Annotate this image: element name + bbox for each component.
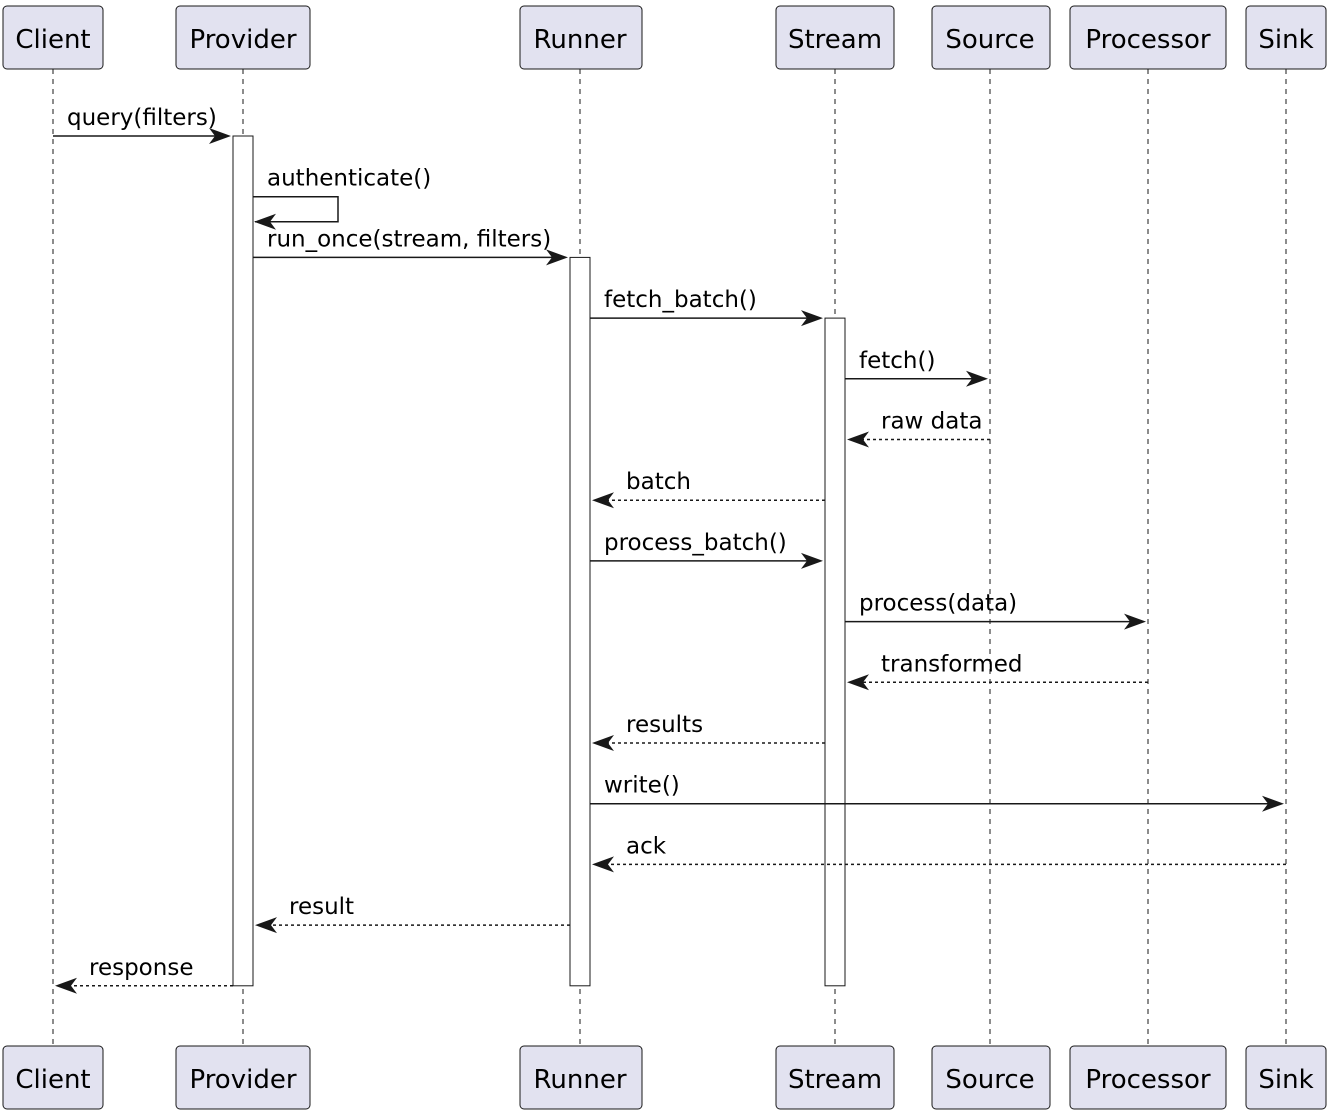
participants: ClientClientProviderProviderRunnerRunner… — [2, 5, 1327, 1110]
message-m7: batch — [592, 469, 825, 509]
message-label: transformed — [881, 651, 1023, 677]
participant-label: Sink — [1258, 25, 1313, 55]
arrowhead — [592, 492, 614, 509]
participant-sink-top: Sink — [1245, 5, 1327, 70]
participant-source-top: Source — [931, 5, 1051, 70]
participant-box — [175, 1045, 311, 1110]
message-m13: ack — [592, 833, 1286, 873]
participant-box — [775, 5, 895, 70]
message-m14: result — [255, 894, 570, 934]
message-m6: raw data — [847, 409, 990, 448]
participant-runner-bottom: Runner — [519, 1045, 643, 1110]
participant-source-bottom: Source — [931, 1045, 1051, 1110]
activation-provider — [232, 135, 254, 987]
message-m8: process_batch() — [590, 530, 823, 569]
participant-label: Sink — [1258, 1065, 1313, 1095]
participant-label: Provider — [189, 1065, 296, 1095]
message-label: raw data — [881, 409, 982, 435]
message-line — [253, 195, 339, 223]
participant-processor-top: Processor — [1069, 5, 1227, 70]
message-label: response — [89, 955, 193, 981]
participant-provider-top: Provider — [175, 5, 311, 70]
arrowhead — [1262, 795, 1284, 812]
message-m2: authenticate() — [253, 166, 431, 230]
participant-box — [931, 1045, 1051, 1110]
participant-box — [2, 5, 104, 70]
participant-label: Stream — [788, 1065, 882, 1095]
activation-runner — [569, 256, 591, 987]
arrowhead — [1124, 613, 1146, 630]
arrowhead — [801, 552, 823, 569]
participant-box — [1069, 1045, 1227, 1110]
participant-label: Runner — [533, 25, 626, 55]
participant-label: Source — [945, 1065, 1034, 1095]
participant-stream-top: Stream — [775, 5, 895, 70]
participant-box — [1069, 5, 1227, 70]
arrowhead — [254, 213, 276, 230]
participant-client-bottom: Client — [2, 1045, 104, 1110]
participant-runner-top: Runner — [519, 5, 643, 70]
message-label: query(filters) — [67, 105, 217, 131]
message-m9: process(data) — [845, 591, 1146, 630]
message-label: results — [626, 712, 703, 738]
participant-label: Source — [945, 25, 1034, 55]
participant-box — [519, 1045, 643, 1110]
message-label: process(data) — [859, 591, 1017, 617]
arrowhead — [209, 128, 231, 144]
arrowhead — [55, 977, 77, 994]
message-label: write() — [604, 773, 680, 799]
participant-box — [519, 5, 643, 70]
participant-box — [1245, 1045, 1327, 1110]
participant-box — [175, 5, 311, 70]
participant-stream-bottom: Stream — [775, 1045, 895, 1110]
arrowhead — [255, 917, 277, 934]
participant-label: Processor — [1085, 1065, 1211, 1095]
participant-box — [2, 1045, 104, 1110]
arrowhead — [546, 249, 568, 266]
participant-box — [931, 5, 1051, 70]
arrowhead — [592, 856, 614, 873]
participant-label: Stream — [788, 25, 882, 55]
arrowhead — [966, 370, 988, 387]
message-label: fetch() — [859, 348, 935, 374]
message-m11: results — [592, 712, 825, 751]
activation-stream — [824, 317, 846, 987]
message-label: process_batch() — [604, 530, 787, 556]
participant-client-top: Client — [2, 5, 104, 70]
message-label: result — [289, 894, 354, 920]
message-m15: response — [55, 955, 233, 994]
message-label: ack — [626, 833, 667, 859]
participant-box — [1245, 5, 1327, 70]
participant-box — [775, 1045, 895, 1110]
arrowhead — [592, 735, 614, 751]
message-label: fetch_batch() — [604, 287, 757, 313]
activation-bars — [232, 135, 846, 987]
message-m4: fetch_batch() — [590, 287, 823, 327]
arrowhead — [801, 310, 823, 327]
message-m12: write() — [590, 773, 1284, 812]
arrowhead — [847, 674, 869, 691]
message-label: authenticate() — [267, 166, 431, 192]
message-m3: run_once(stream, filters) — [253, 226, 568, 266]
message-label: batch — [626, 469, 691, 495]
participant-label: Provider — [189, 25, 296, 55]
message-m5: fetch() — [845, 348, 988, 387]
participant-provider-bottom: Provider — [175, 1045, 311, 1110]
arrowhead — [847, 431, 869, 448]
message-m10: transformed — [847, 651, 1148, 691]
participant-processor-bottom: Processor — [1069, 1045, 1227, 1110]
participant-label: Client — [15, 1065, 90, 1095]
message-m1: query(filters) — [53, 105, 231, 144]
participant-label: Processor — [1085, 25, 1211, 55]
participant-label: Runner — [533, 1065, 626, 1095]
message-label: run_once(stream, filters) — [267, 226, 551, 252]
participant-label: Client — [15, 25, 90, 55]
messages: query(filters) authenticate() run_once(str… — [53, 105, 1286, 994]
participant-sink-bottom: Sink — [1245, 1045, 1327, 1110]
